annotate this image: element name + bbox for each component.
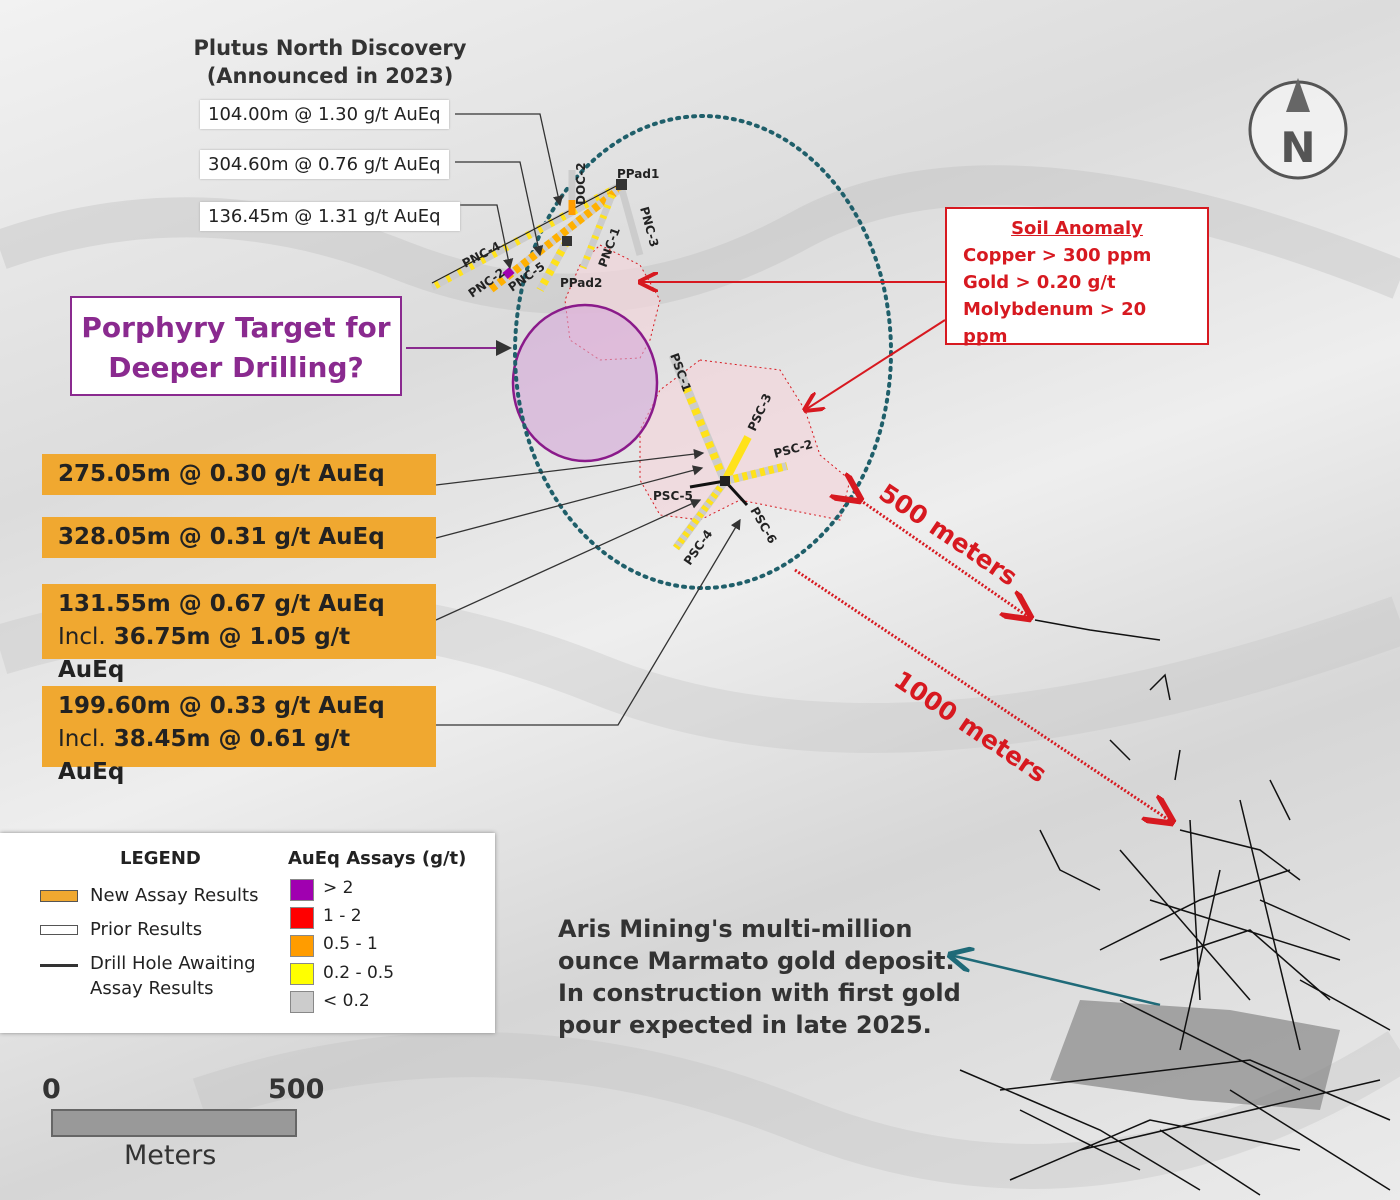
soil-item-molybdenum: Molybdenum > 20 ppm [963,299,1147,347]
assay-label: 1 - 2 [323,906,362,926]
north-drill-holes [430,170,644,294]
incl-text: 38.45m @ 0.61 g/t AuEq [58,726,351,785]
new-assay-swatch [40,890,78,902]
awaiting-line-swatch [40,964,78,967]
legend-new-assay: New Assay Results [90,885,259,906]
intercept-text: 328.05m @ 0.31 g/t AuEq [58,524,385,550]
aris-arrow [950,955,1161,1007]
marmato-mine-workings [959,619,1391,1196]
assay-swatch-gt2 [290,879,314,901]
intercept-text: 275.05m @ 0.30 g/t AuEq [58,461,385,487]
label-pnc3: PNC-3 [637,205,661,248]
south-intercept-2: 328.05m @ 0.31 g/t AuEq [42,517,436,558]
incl-text: 36.75m @ 1.05 g/t AuEq [58,624,351,683]
scale-start: 0 [42,1074,61,1105]
north-intercept-3: 136.45m @ 1.31 g/t AuEq [200,202,460,231]
aris-line3: In construction with first gold [558,979,961,1007]
south-intercept-4: 199.60m @ 0.33 g/t AuEq Incl. 38.45m @ 0… [42,686,436,785]
north-intercept-2: 304.60m @ 0.76 g/t AuEq [200,150,449,179]
drill-pad-psc [720,476,730,486]
discovery-title-line1: Plutus North Discovery [193,36,467,60]
intercept-text: 131.55m @ 0.67 g/t AuEq [58,591,385,617]
porphyry-target-box: Porphyry Target for Deeper Drilling? [70,296,402,396]
south-intercept-3: 131.55m @ 0.67 g/t AuEq Incl. 36.75m @ 1… [42,584,436,683]
assay-swatch-0.2-0.5 [290,963,314,985]
label-psc5: PSC-5 [653,489,693,503]
assay-label: < 0.2 [323,991,370,1011]
legend-title: LEGEND [120,848,201,869]
label-ppad2: PPad2 [560,276,602,290]
legend-awaiting: Drill Hole Awaiting [90,953,256,974]
porphyry-target-circle [511,303,659,463]
legend-prior-results: Prior Results [90,919,203,940]
project-boundary-ellipse [513,114,893,590]
legend-awaiting-line2: Assay Results [90,978,214,999]
south-intercept-1: 275.05m @ 0.30 g/t AuEq [42,454,436,495]
north-intercept-1: 104.00m @ 1.30 g/t AuEq [200,100,449,129]
scale-end: 500 [268,1074,325,1105]
legend-panel: LEGEND New Assay Results Prior Results D… [0,833,495,1033]
soil-anomaly-title: Soil Anomaly [1011,218,1143,239]
aris-mining-note: Aris Mining's multi-million ounce Marmat… [558,913,961,1041]
intercept-text: 199.60m @ 0.33 g/t AuEq [58,693,385,719]
assay-swatch-1-2 [290,907,314,929]
prior-results-swatch [40,925,78,935]
discovery-title-line2: (Announced in 2023) [206,64,454,88]
drill-pad-ppad1 [616,179,627,190]
assay-label: 0.2 - 0.5 [323,963,395,983]
soil-item-gold: Gold > 0.20 g/t [963,272,1116,293]
discovery-title: Plutus North Discovery (Announced in 202… [150,34,510,90]
aris-line1: Aris Mining's multi-million [558,915,913,943]
aris-line2: ounce Marmato gold deposit. [558,947,955,975]
porphyry-line1: Porphyry Target for [81,311,391,344]
soil-arrows [640,282,946,410]
assay-legend-title: AuEq Assays (g/t) [288,848,467,869]
scale-unit: Meters [124,1140,217,1171]
drill-pad-ppad2 [562,236,572,246]
south-drill-holes [668,353,788,551]
incl-prefix: Incl. [58,726,106,752]
porphyry-line2: Deeper Drilling? [108,351,364,384]
assay-label: 0.5 - 1 [323,934,378,954]
label-psc6: PSC-6 [747,505,779,547]
assay-swatch-lt0.2 [290,991,314,1013]
label-doc2: DOC-2 [574,162,588,205]
assay-label: > 2 [323,878,354,898]
north-arrow: N [1248,78,1348,180]
label-ppad1: PPad1 [617,167,659,181]
distance-arrows [794,500,1172,822]
soil-item-copper: Copper > 300 ppm [963,245,1152,266]
soil-anomaly-box: Soil Anomaly Copper > 300 ppm Gold > 0.2… [945,207,1209,347]
assay-swatch-0.5-1 [290,935,314,957]
incl-prefix: Incl. [58,624,106,650]
north-letter: N [1280,123,1315,172]
scale-bar [51,1109,297,1137]
aris-line4: pour expected in late 2025. [558,1011,932,1039]
leader-lines [435,113,741,726]
